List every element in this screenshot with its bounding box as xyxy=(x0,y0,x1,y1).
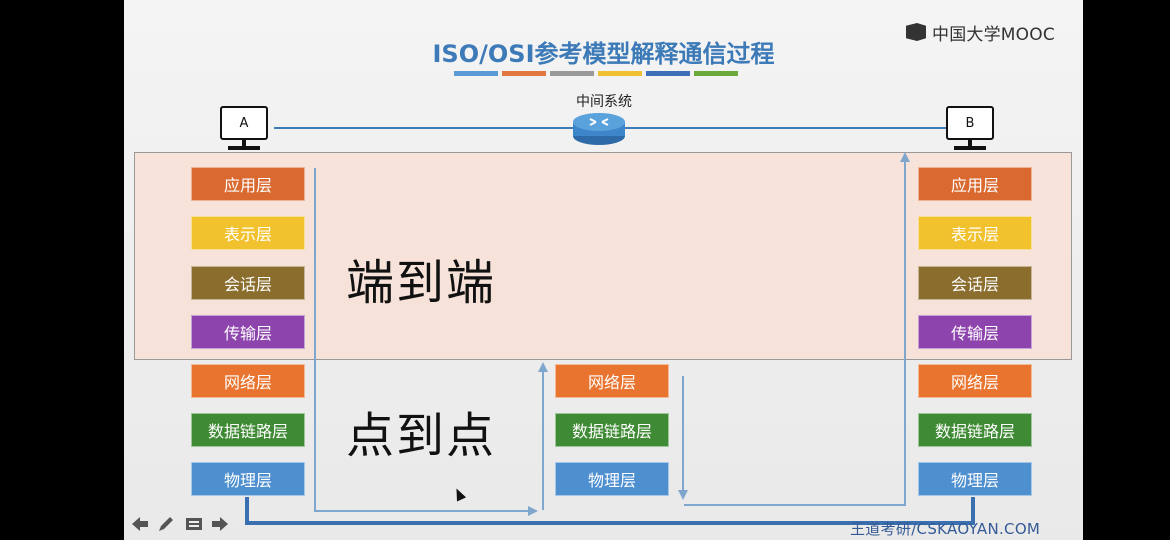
host-b-label: B xyxy=(946,106,994,140)
layer-box: 会话层 xyxy=(918,266,1032,300)
title-stripe xyxy=(646,71,690,76)
mouse-cursor xyxy=(451,486,467,502)
host-b-computer: B xyxy=(946,106,998,156)
prev-slide-button[interactable] xyxy=(130,515,150,538)
footer-watermark: 王道考研/CSKAOYAN.COM xyxy=(850,520,1041,538)
point-to-point-label: 点到点 xyxy=(346,408,497,464)
layer-box: 物理层 xyxy=(191,462,305,496)
flow-up-mid xyxy=(542,372,544,510)
layer-box: 应用层 xyxy=(191,167,305,201)
host-a-computer: A xyxy=(220,106,272,156)
arrow-left-icon xyxy=(132,517,148,531)
layer-box: 表示层 xyxy=(918,216,1032,250)
title-stripe xyxy=(598,71,642,76)
host-a-label: A xyxy=(220,106,268,140)
mooc-logo-icon xyxy=(906,23,926,41)
brand-text: 中国大学MOOC xyxy=(932,24,1055,45)
next-slide-button[interactable] xyxy=(210,515,230,538)
title-stripe xyxy=(454,71,498,76)
flow-down-host-a xyxy=(314,168,316,510)
network-link-right xyxy=(624,127,946,129)
arrowhead-a-right xyxy=(528,506,538,516)
layer-box: 物理层 xyxy=(555,462,669,496)
slides-icon xyxy=(186,518,202,530)
flow-bottom-a-to-mid xyxy=(314,510,532,512)
flow-up-host-b xyxy=(904,160,906,506)
middle-system-label: 中间系统 xyxy=(576,94,632,110)
router-icon xyxy=(573,113,625,145)
layer-box: 会话层 xyxy=(191,266,305,300)
arrowhead-b-up xyxy=(900,152,910,162)
layer-box: 数据链路层 xyxy=(918,413,1032,447)
slide-menu-button[interactable] xyxy=(184,515,204,538)
network-link-left xyxy=(274,127,574,129)
layer-box: 数据链路层 xyxy=(555,413,669,447)
title-stripe xyxy=(550,71,594,76)
brand-logo: 中国大学MOOC xyxy=(906,20,1055,45)
arrowhead-mid-up xyxy=(538,362,548,372)
layer-box: 表示层 xyxy=(191,216,305,250)
layer-box: 传输层 xyxy=(918,315,1032,349)
layer-box: 应用层 xyxy=(918,167,1032,201)
slide: 中国大学MOOC ISO/OSI参考模型解释通信过程 A B 中间系统 应用层表… xyxy=(124,0,1083,540)
layer-box: 数据链路层 xyxy=(191,413,305,447)
layer-box: 网络层 xyxy=(191,364,305,398)
flow-bottom-mid-to-b xyxy=(684,504,904,506)
title-color-stripes xyxy=(454,71,738,76)
physical-link-bottom xyxy=(245,521,975,525)
title-stripe xyxy=(694,71,738,76)
arrow-right-icon xyxy=(212,517,228,531)
layer-box: 传输层 xyxy=(191,315,305,349)
layer-box: 网络层 xyxy=(555,364,669,398)
physical-link-left-down xyxy=(245,497,249,525)
title-stripe xyxy=(502,71,546,76)
pen-icon xyxy=(159,517,173,531)
flow-down-mid xyxy=(682,376,684,492)
layer-box: 网络层 xyxy=(918,364,1032,398)
physical-link-right-up xyxy=(971,497,975,525)
arrowhead-mid-down xyxy=(678,490,688,500)
layer-box: 物理层 xyxy=(918,462,1032,496)
pen-tool-button[interactable] xyxy=(156,515,176,538)
end-to-end-label: 端到端 xyxy=(346,255,497,311)
slide-title: ISO/OSI参考模型解释通信过程 xyxy=(432,40,775,68)
